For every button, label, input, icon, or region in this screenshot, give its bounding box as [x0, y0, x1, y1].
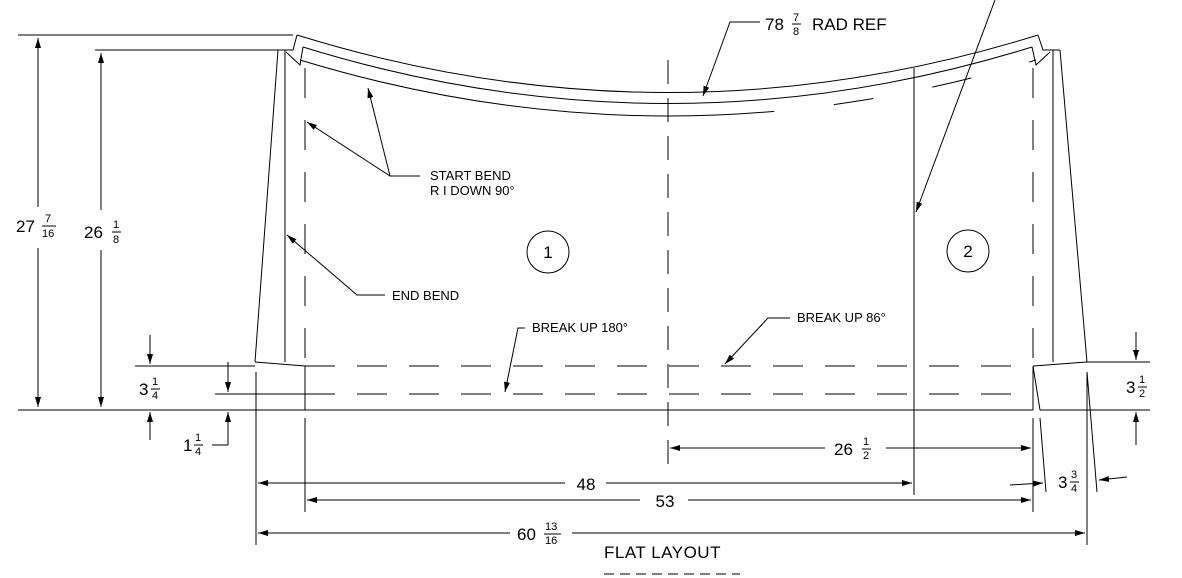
- right-flange-dimension: 3 1 2: [1126, 374, 1147, 400]
- right-offset-dimension: 3 3 4: [1058, 469, 1079, 495]
- overall-height-denominator: 16: [42, 228, 54, 240]
- overall-width-dimension: 60 13 16: [517, 521, 561, 547]
- end-bend-label: END BEND: [392, 288, 459, 303]
- left-small-numerator: 1: [195, 432, 201, 444]
- rad-ref-label: RAD REF: [812, 15, 887, 34]
- left-flange-dimension: 3 1 4: [139, 376, 160, 402]
- width-48-label: 48: [577, 475, 596, 494]
- start-bend-label: START BEND: [430, 168, 511, 183]
- inner-height-denominator: 8: [113, 234, 119, 246]
- width-53-label: 53: [656, 492, 675, 511]
- half-width-numerator: 1: [863, 436, 869, 448]
- inner-height-dimension: 26 1 8: [84, 219, 121, 246]
- left-small-dimension: 1 1 4: [183, 432, 203, 458]
- leaders: [286, 0, 996, 393]
- overall-height-dimension: 27 7 16: [16, 213, 56, 240]
- right-flange-denominator: 2: [1139, 388, 1145, 400]
- extension-lines: [18, 34, 1150, 545]
- overall-height-whole: 27: [16, 217, 35, 236]
- half-width-denominator: 2: [863, 450, 869, 462]
- right-offset-whole: 3: [1058, 473, 1067, 492]
- rad-whole: 78: [765, 15, 784, 34]
- part-marker-2: 2: [946, 229, 990, 273]
- start-bend-detail-label: R I DOWN 90°: [430, 183, 515, 198]
- left-small-whole: 1: [183, 436, 192, 455]
- sheet-outline: [254, 34, 1088, 411]
- left-small-denominator: 4: [195, 446, 201, 458]
- dimension-lines: [35, 38, 1139, 536]
- break-up-86-label: BREAK UP 86°: [797, 310, 886, 325]
- rad-numerator: 7: [793, 12, 799, 24]
- part-marker-1: 1: [526, 230, 570, 274]
- right-offset-denominator: 4: [1071, 483, 1077, 495]
- overall-width-denominator: 16: [545, 535, 557, 547]
- rad-denominator: 8: [793, 26, 799, 38]
- rad-ref-dimension: 78 7 8 RAD REF: [765, 12, 887, 38]
- part-number-2: 2: [963, 242, 972, 261]
- overall-width-numerator: 13: [545, 521, 557, 533]
- inner-height-numerator: 1: [113, 219, 119, 231]
- left-flange-whole: 3: [139, 380, 148, 399]
- half-width-whole: 26: [834, 440, 853, 459]
- overall-height-numerator: 7: [45, 213, 51, 225]
- inner-height-whole: 26: [84, 223, 103, 242]
- break-up-180-label: BREAK UP 180°: [532, 320, 628, 335]
- drawing-title: FLAT LAYOUT: [604, 543, 721, 562]
- overall-width-whole: 60: [517, 525, 536, 544]
- right-flange-whole: 3: [1126, 378, 1135, 397]
- right-offset-numerator: 3: [1071, 469, 1077, 481]
- right-flange-numerator: 1: [1139, 374, 1145, 386]
- left-flange-numerator: 1: [152, 376, 158, 388]
- bend-lines: [284, 60, 1054, 495]
- left-flange-denominator: 4: [152, 390, 158, 402]
- half-width-dimension: 26 1 2: [834, 436, 871, 462]
- part-number-1: 1: [543, 243, 552, 262]
